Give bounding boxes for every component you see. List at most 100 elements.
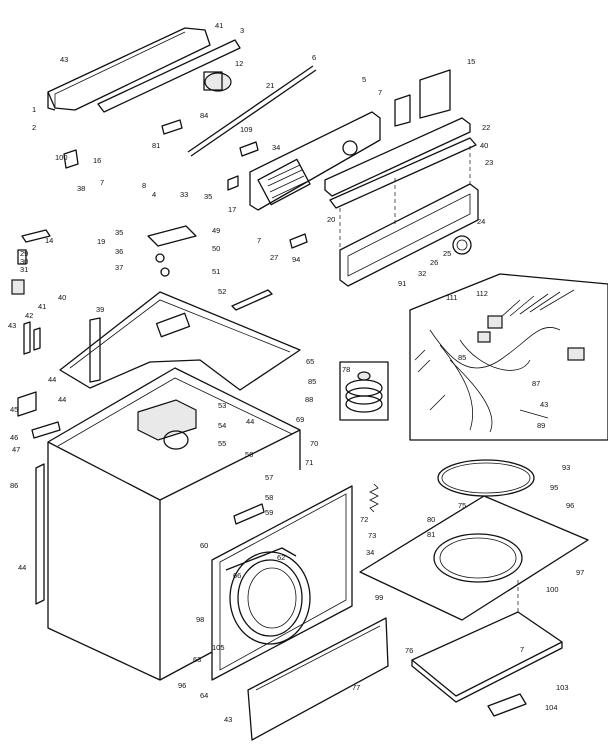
callout-30: 30 <box>20 257 28 266</box>
callout-105: 105 <box>212 643 225 652</box>
callout-75: 75 <box>458 501 466 510</box>
callout-41b: 41 <box>38 302 46 311</box>
callout-42: 42 <box>25 311 33 320</box>
callout-23: 23 <box>485 158 493 167</box>
callout-87: 87 <box>532 379 540 388</box>
callout-43c: 43 <box>540 400 548 409</box>
callout-47: 47 <box>12 445 20 454</box>
callout-65a: 65 <box>306 357 314 366</box>
callout-96a: 96 <box>566 501 574 510</box>
callout-33: 33 <box>180 190 188 199</box>
callout-46: 46 <box>10 433 18 442</box>
callout-17: 17 <box>228 205 236 214</box>
callout-21: 21 <box>266 81 274 90</box>
callout-103: 103 <box>556 683 569 692</box>
callout-2: 2 <box>32 123 36 132</box>
callout-38: 38 <box>77 184 85 193</box>
front-door-panel <box>211 485 389 741</box>
callout-14: 14 <box>45 236 53 245</box>
callout-93: 93 <box>562 463 570 472</box>
callout-66: 66 <box>233 571 241 580</box>
callout-49: 49 <box>212 226 220 235</box>
callout-4: 4 <box>152 190 156 199</box>
callout-1: 1 <box>32 105 36 114</box>
callout-34a: 34 <box>272 143 280 152</box>
callout-104: 104 <box>545 703 558 712</box>
callout-52: 52 <box>218 287 226 296</box>
callout-15: 15 <box>467 57 475 66</box>
callout-27: 27 <box>270 253 278 262</box>
callout-34b: 34 <box>366 548 374 557</box>
callout-44b: 44 <box>58 395 66 404</box>
small-parts-group <box>11 225 273 311</box>
callout-26: 26 <box>430 258 438 267</box>
callout-43b: 43 <box>8 321 16 330</box>
callout-57: 57 <box>265 473 273 482</box>
callout-96b: 96 <box>178 681 186 690</box>
callout-7d: 7 <box>520 645 524 654</box>
callout-31: 31 <box>20 265 28 274</box>
callout-41: 41 <box>215 21 223 30</box>
callout-59: 59 <box>265 508 273 517</box>
callout-16: 16 <box>93 156 101 165</box>
callout-63: 63 <box>193 655 201 664</box>
callout-35b: 35 <box>115 228 123 237</box>
callout-109: 109 <box>240 125 253 134</box>
callout-32: 32 <box>418 269 426 278</box>
callout-111: 111 <box>446 293 457 302</box>
callout-6: 6 <box>312 53 316 62</box>
callout-50: 50 <box>212 244 220 253</box>
callout-98: 98 <box>196 615 204 624</box>
callout-40b: 40 <box>58 293 66 302</box>
callout-58: 58 <box>265 493 273 502</box>
callout-64: 64 <box>200 691 208 700</box>
callout-88: 88 <box>305 395 313 404</box>
callout-7c: 7 <box>257 236 261 245</box>
console-top-assembly <box>47 27 479 287</box>
callout-81: 81 <box>152 141 160 150</box>
callout-7b: 7 <box>100 178 104 187</box>
callout-100a: 100 <box>55 153 68 162</box>
callout-62: 62 <box>277 553 285 562</box>
callout-5: 5 <box>362 75 366 84</box>
callout-89: 89 <box>537 421 545 430</box>
callout-76: 76 <box>405 646 413 655</box>
callout-12: 12 <box>235 59 243 68</box>
wiring-harness-inset <box>409 273 608 441</box>
callout-44d: 44 <box>18 563 26 572</box>
callout-85: 85 <box>458 353 466 362</box>
callout-20: 20 <box>327 215 335 224</box>
callout-43a: 43 <box>60 55 68 64</box>
callout-7a: 7 <box>378 88 382 97</box>
callout-8: 8 <box>142 181 146 190</box>
callout-99: 99 <box>375 593 383 602</box>
callout-53: 53 <box>218 401 226 410</box>
callout-86: 86 <box>10 481 18 490</box>
callout-72: 72 <box>360 515 368 524</box>
callout-36: 36 <box>115 247 123 256</box>
callout-56: 56 <box>245 450 253 459</box>
callout-44c: 44 <box>246 417 254 426</box>
right-components <box>339 361 589 717</box>
callout-85b: 85 <box>308 377 316 386</box>
callout-94: 94 <box>292 255 300 264</box>
callout-97: 97 <box>576 568 584 577</box>
callout-43d: 43 <box>224 715 232 724</box>
callout-44a: 44 <box>48 375 56 384</box>
callout-37: 37 <box>115 263 123 272</box>
callout-40a: 40 <box>480 141 488 150</box>
callout-95: 95 <box>550 483 558 492</box>
callout-112: 112 <box>476 289 488 298</box>
callout-3: 3 <box>240 26 244 35</box>
callout-19: 19 <box>97 237 105 246</box>
callout-35a: 35 <box>204 192 212 201</box>
callout-69: 69 <box>296 415 304 424</box>
callout-39: 39 <box>96 305 104 314</box>
callout-22: 22 <box>482 123 490 132</box>
callout-45: 45 <box>10 405 18 414</box>
callout-51: 51 <box>212 267 220 276</box>
callout-73: 73 <box>368 531 376 540</box>
callout-70: 70 <box>310 439 318 448</box>
